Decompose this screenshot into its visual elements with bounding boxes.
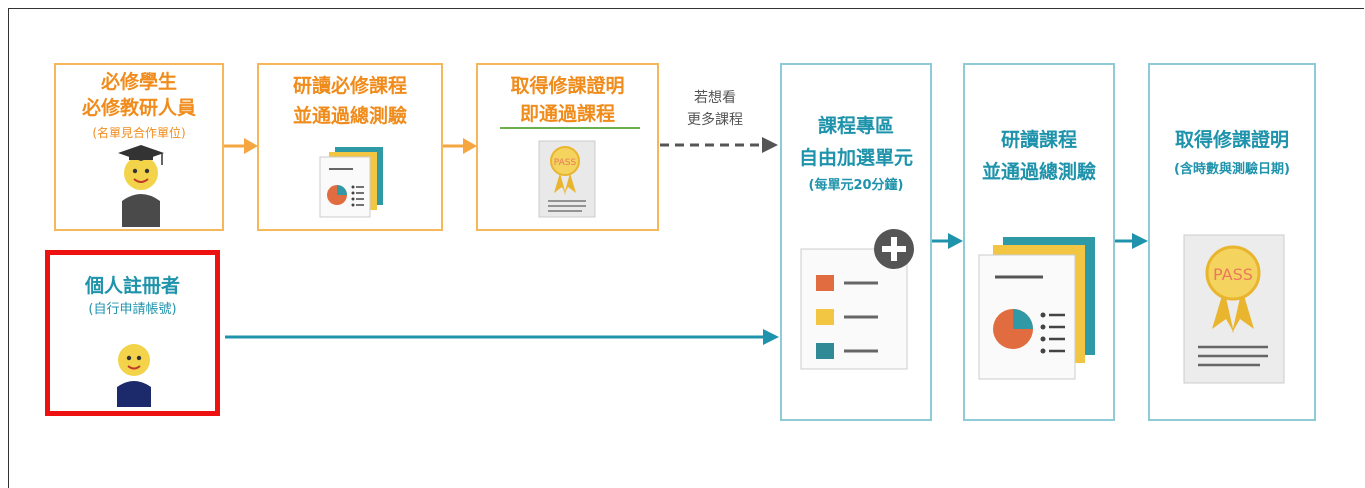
- selected-highlight: [45, 250, 220, 416]
- documents-chart-icon: [319, 147, 383, 218]
- certificate-pass-text-large: PASS: [1213, 265, 1253, 284]
- free-add-units-title: 自由加選單元: [798, 147, 913, 169]
- get-certificate-box: 取得修課證明 即通過課程 PASS: [476, 63, 659, 231]
- study-required-box: 研讀必修課程 並通過總測驗: [257, 63, 443, 231]
- more-courses-label-line1: 若想看: [694, 90, 736, 106]
- orange-arrow-2: [443, 138, 477, 154]
- required-student-note: (名單見合作單位): [92, 126, 186, 140]
- required-student-title: 必修學生: [100, 71, 177, 93]
- certificate-details-note: (含時數與測驗日期): [1174, 162, 1290, 177]
- get-certificate-title: 取得修課證明: [510, 75, 625, 97]
- add-module-icon: [800, 229, 914, 370]
- study-required-title: 研讀必修課程: [292, 75, 407, 97]
- certificate-pass-text: PASS: [554, 158, 577, 168]
- unit-duration-note: (每單元20分鐘): [808, 178, 904, 193]
- certificate-icon: PASS: [538, 140, 596, 218]
- teal-arrow-long: [225, 329, 779, 345]
- course-zone-title: 課程專區: [817, 115, 894, 137]
- pass-total-test-title-2: 並通過總測驗: [981, 161, 1096, 183]
- dashed-arrow-more: [660, 137, 778, 153]
- diagram-frame: [8, 8, 1364, 488]
- get-certificate-title-2: 取得修課證明: [1174, 129, 1289, 151]
- teal-arrow-2: [1115, 233, 1148, 249]
- pass-total-test-title: 並通過總測驗: [292, 105, 407, 127]
- study-course-title: 研讀課程: [1000, 129, 1077, 151]
- orange-arrow-1: [224, 138, 258, 154]
- certificate-box: 取得修課證明 (含時數與測驗日期) PASS: [1148, 63, 1316, 421]
- personal-register-note: (自行申請帳號): [88, 302, 177, 317]
- user-avatar-icon: [117, 344, 151, 407]
- course-zone-box: 課程專區 自由加選單元 (每單元20分鐘): [780, 63, 932, 421]
- teal-arrow-1: [932, 233, 963, 249]
- more-courses-label-line2: 更多課程: [687, 112, 743, 128]
- personal-register-box[interactable]: 個人註冊者 (自行申請帳號): [50, 255, 215, 411]
- graduate-avatar-icon: [118, 145, 164, 227]
- required-staff-title: 必修教研人員: [81, 97, 196, 119]
- study-course-box: 研讀課程 並通過總測驗: [963, 63, 1115, 421]
- documents-chart-icon-large: [978, 237, 1095, 380]
- personal-register-title: 個人註冊者: [84, 275, 180, 297]
- required-student-box: 必修學生 必修教研人員 (名單見合作單位): [54, 63, 224, 231]
- course-passed-title: 即通過課程: [519, 103, 615, 125]
- certificate-icon-large: PASS: [1183, 234, 1285, 384]
- course-passed-underline: [500, 127, 640, 129]
